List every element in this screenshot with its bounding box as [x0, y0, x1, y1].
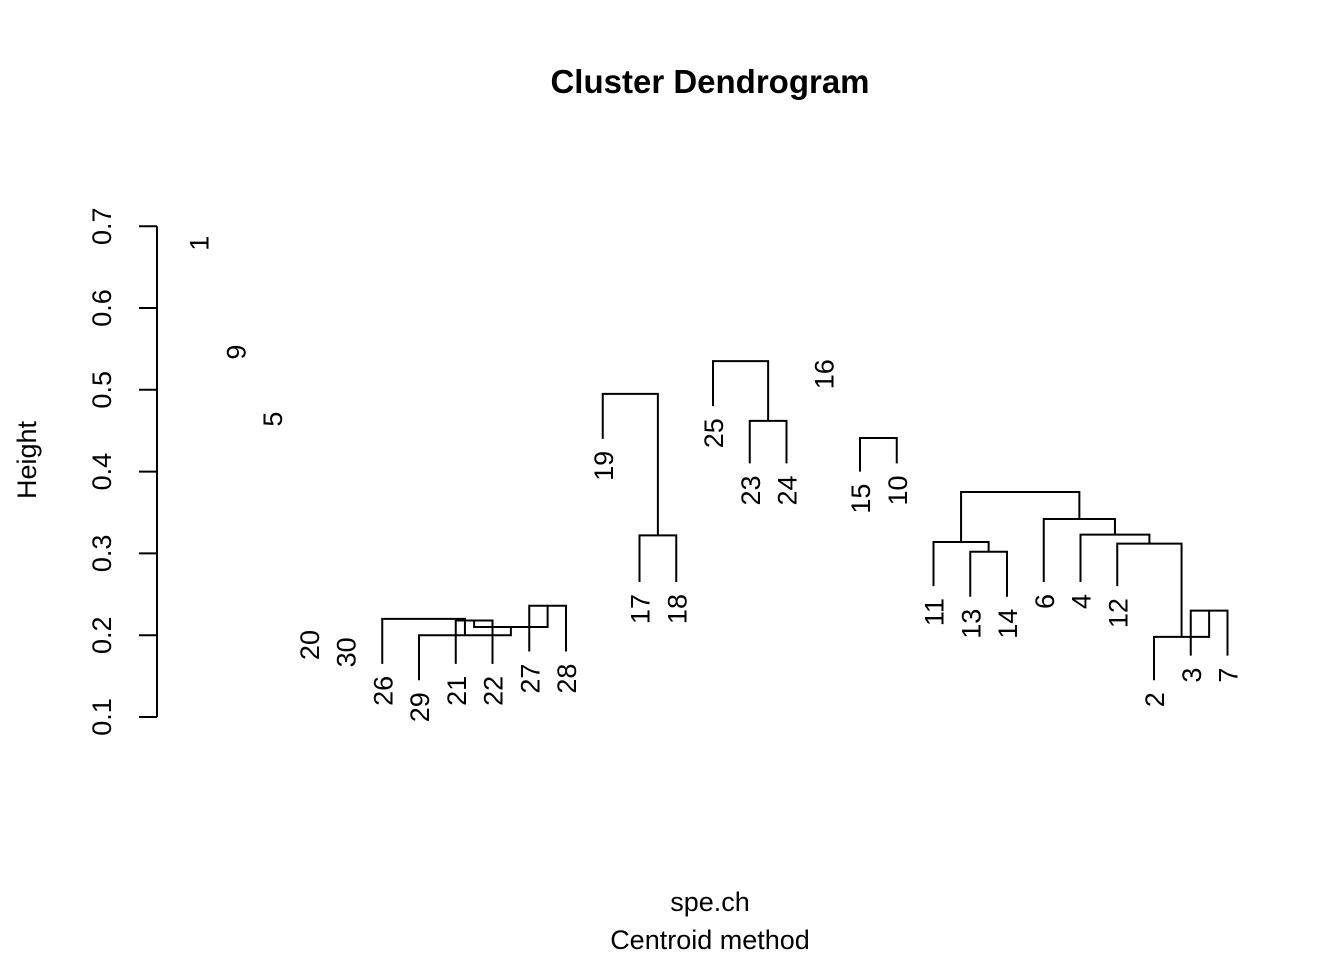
leaf-label: 12: [1103, 598, 1133, 628]
leaf-label: 15: [846, 484, 876, 514]
leaf-label: 14: [993, 609, 1023, 639]
leaf-label: 6: [1030, 594, 1060, 609]
leaf-label: 20: [295, 630, 325, 660]
dendrogram-branch: [1042, 518, 1116, 583]
y-tick-label: 0.3: [87, 535, 117, 573]
leaf-label: 2: [1140, 692, 1170, 707]
dendrogram-branches: [381, 360, 1229, 681]
leaf-label: 7: [1214, 668, 1244, 683]
leaf-label: 29: [405, 692, 435, 722]
leaf-label: 25: [699, 418, 729, 448]
leaf-label: 4: [1067, 594, 1097, 609]
dendrogram-branch: [969, 550, 1008, 597]
leaf-label: 26: [368, 676, 398, 706]
leaf-label: 9: [221, 345, 251, 360]
leaf-label: 10: [883, 475, 913, 505]
y-tick-label: 0.7: [87, 207, 117, 245]
y-tick-label: 0.6: [87, 289, 117, 327]
leaf-label: 18: [662, 594, 692, 624]
dendrogram-branch: [473, 605, 549, 629]
leaf-label: 16: [809, 359, 839, 389]
leaf-label: 23: [736, 475, 766, 505]
leaf-label: 11: [920, 598, 950, 626]
dendrogram-branch: [381, 617, 466, 664]
leaf-label: 24: [773, 475, 803, 505]
leaf-label: 22: [479, 676, 509, 706]
leaf-label: 17: [626, 594, 656, 624]
dendrogram-branch: [712, 360, 770, 421]
y-tick-label: 0.4: [87, 453, 117, 491]
leaf-label: 3: [1177, 668, 1207, 683]
x-axis-subtitle: Centroid method: [610, 925, 810, 955]
dendrogram-branch: [638, 534, 678, 583]
dendrogram-branch: [960, 491, 1081, 542]
y-axis-label: Height: [12, 420, 42, 499]
dendrogram-branch: [932, 540, 990, 587]
leaf-label: 21: [442, 676, 472, 706]
leaf-label: 13: [956, 609, 986, 639]
dendrogram-branch: [601, 392, 659, 536]
y-tick-label: 0.2: [87, 616, 117, 654]
leaf-label: 27: [515, 664, 545, 694]
y-axis: 0.1 0.2 0.3 0.4 0.5 0.6 0.7: [87, 207, 158, 736]
chart-title: Cluster Dendrogram: [550, 63, 869, 100]
leaf-label: 28: [552, 664, 582, 694]
dendrogram-branch: [859, 437, 898, 472]
leaf-label: 30: [332, 637, 362, 667]
dendrogram-branch: [748, 419, 788, 464]
y-tick-label: 0.1: [87, 698, 117, 736]
leaf-label: 1: [185, 236, 215, 251]
leaf-label: 5: [258, 412, 288, 427]
leaf-label: 19: [589, 451, 619, 481]
y-tick-label: 0.5: [87, 371, 117, 409]
x-axis-label: spe.ch: [670, 887, 750, 917]
dendrogram-branch: [1079, 533, 1151, 583]
